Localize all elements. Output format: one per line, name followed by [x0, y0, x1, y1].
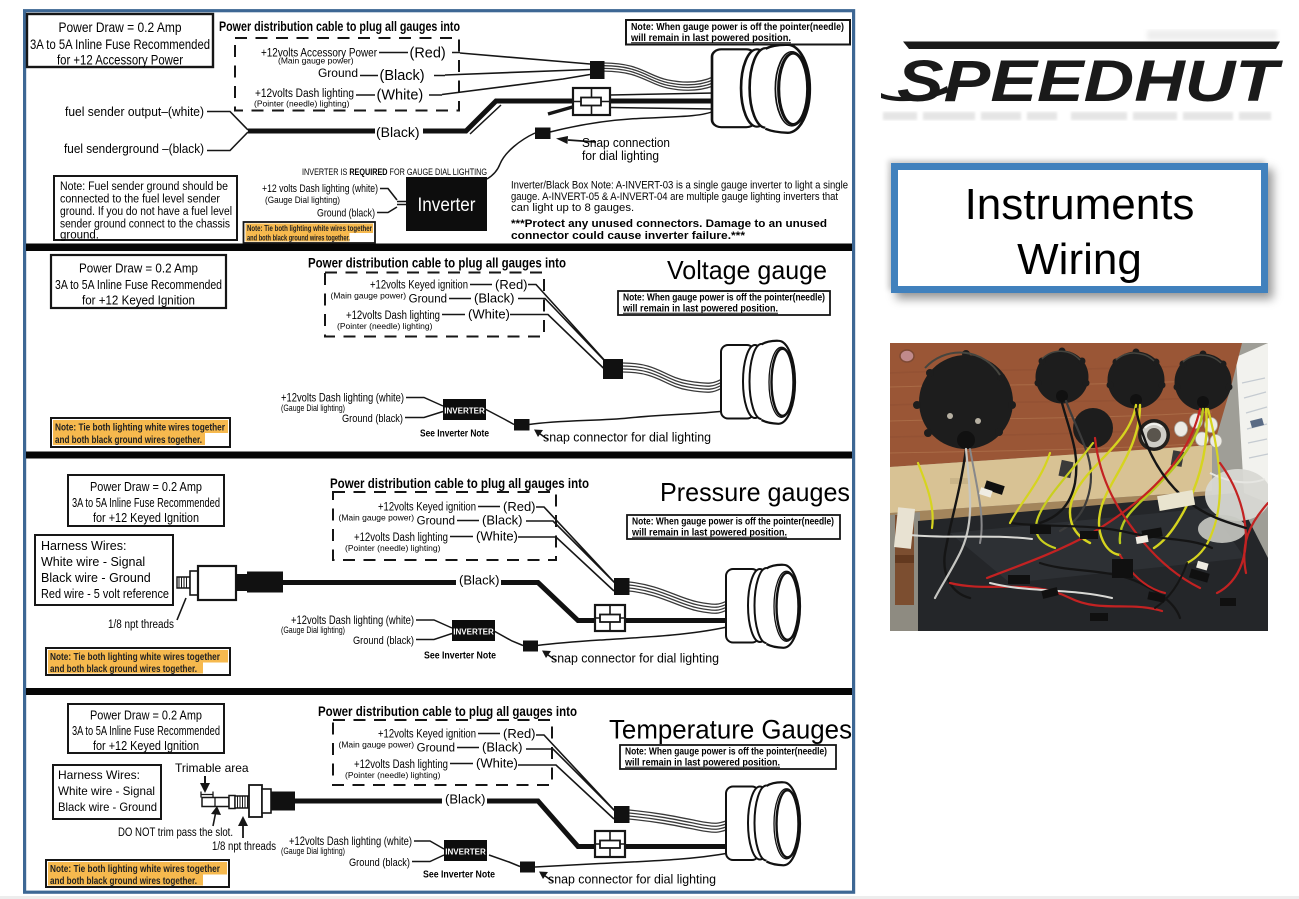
svg-text:ground. If you do not have a f: ground. If you do not have a fuel level — [60, 206, 232, 218]
svg-text:Power Draw = 0.2 Amp: Power Draw = 0.2 Amp — [79, 261, 198, 276]
svg-text:Ground (black): Ground (black) — [353, 635, 414, 647]
svg-text:(Black): (Black) — [380, 68, 425, 84]
svg-text:(Gauge Dial lighting): (Gauge Dial lighting) — [281, 625, 345, 635]
svg-text:SPEEDHUT: SPEEDHUT — [897, 49, 1284, 114]
svg-text:(Gauge Dial lighting): (Gauge Dial lighting) — [265, 195, 340, 206]
svg-text:Black wire - Ground: Black wire - Ground — [41, 571, 151, 585]
svg-text:for +12 Keyed Ignition: for +12 Keyed Ignition — [93, 739, 199, 753]
svg-text:+12 volts Dash lighting (white: +12 volts Dash lighting (white) — [262, 183, 378, 195]
svg-text:Trimable area: Trimable area — [175, 761, 249, 775]
svg-text:Power distribution cable to pl: Power distribution cable to plug all gau… — [308, 256, 566, 271]
svg-text:and both black ground wires to: and both black ground wires together. — [50, 876, 197, 887]
svg-text:Pressure gauges: Pressure gauges — [660, 477, 850, 507]
svg-text:(Black): (Black) — [459, 573, 499, 588]
svg-text:connected to the fuel level se: connected to the fuel level sender — [60, 194, 220, 206]
svg-text:Note: When gauge power is off: Note: When gauge power is off the pointe… — [623, 293, 825, 304]
svg-text:ground.: ground. — [60, 230, 99, 242]
svg-text:+12volts Dash lighting (white): +12volts Dash lighting (white) — [291, 613, 414, 627]
svg-text:(Main gauge power): (Main gauge power) — [278, 56, 354, 66]
svg-text:(Red): (Red) — [410, 46, 446, 62]
svg-text:will remain in last powered po: will remain in last powered position. — [631, 528, 787, 539]
svg-text:Note: When gauge power is off: Note: When gauge power is off the pointe… — [632, 517, 834, 528]
svg-text:3A to 5A Inline Fuse Recommend: 3A to 5A Inline Fuse Recommended — [72, 495, 220, 510]
svg-text:+12volts Accessory Power: +12volts Accessory Power — [261, 48, 377, 60]
svg-text:and both black ground wires to: and both black ground wires together. — [55, 435, 202, 446]
svg-text:Inverter: Inverter — [418, 195, 477, 216]
svg-text:DO NOT trim pass the slot.: DO NOT trim pass the slot. — [118, 825, 233, 839]
svg-text:gauge. A-INVERT-05 & A-INVERT-: gauge. A-INVERT-05 & A-INVERT-04 are mul… — [511, 191, 839, 203]
svg-text:snap connector for dial lighti: snap connector for dial lighting — [548, 873, 716, 887]
svg-text:(Black): (Black) — [445, 792, 485, 807]
svg-text:and both black ground wires to: and both black ground wires together. — [50, 664, 197, 675]
svg-text:fuel sender output–(white): fuel sender output–(white) — [65, 105, 204, 119]
svg-text:snap connector for dial lighti: snap connector for dial lighting — [543, 431, 711, 445]
svg-text:See Inverter Note: See Inverter Note — [420, 428, 489, 440]
svg-text:3A to 5A Inline Fuse Recommend: 3A to 5A Inline Fuse Recommended — [30, 37, 210, 52]
svg-text:and both black ground wires to: and both black ground wires together. — [247, 233, 350, 243]
svg-text:Red wire - 5 volt reference: Red wire - 5 volt reference — [41, 587, 169, 601]
svg-text:Temperature Gauges: Temperature Gauges — [609, 715, 852, 745]
svg-text:Black wire - Ground: Black wire - Ground — [58, 800, 157, 814]
svg-text:+12volts Dash lighting (white): +12volts Dash lighting (white) — [281, 391, 404, 405]
svg-text:See Inverter Note: See Inverter Note — [424, 650, 496, 662]
svg-text:Power distribution cable to pl: Power distribution cable to plug all gau… — [330, 476, 589, 491]
svg-text:Note: Tie both lighting white: Note: Tie both lighting white wires toge… — [50, 652, 220, 663]
svg-text:3A to 5A Inline Fuse Recommend: 3A to 5A Inline Fuse Recommended — [55, 277, 222, 292]
svg-text:1/8 npt threads: 1/8 npt threads — [212, 841, 276, 853]
svg-text:See Inverter Note: See Inverter Note — [423, 869, 495, 881]
svg-text:Harness Wires:: Harness Wires: — [58, 768, 140, 782]
svg-text:connector could cause inverter: connector could cause inverter failure.*… — [511, 230, 746, 242]
svg-text:(Gauge Dial lighting): (Gauge Dial lighting) — [281, 403, 345, 413]
svg-text:Ground (black): Ground (black) — [317, 208, 375, 220]
svg-text:Power Draw = 0.2 Amp: Power Draw = 0.2 Amp — [90, 480, 202, 494]
svg-text:for +12 Accessory Power: for +12 Accessory Power — [57, 53, 183, 68]
svg-text:will remain in last powered po: will remain in last powered position. — [622, 304, 778, 315]
svg-text:Note: Tie both lighting white: Note: Tie both lighting white wires toge… — [50, 864, 220, 875]
svg-text:Snap connection: Snap connection — [582, 136, 670, 150]
svg-text:Note: When gauge power is off: Note: When gauge power is off the pointe… — [625, 747, 827, 758]
svg-text:Ground (black): Ground (black) — [342, 413, 403, 425]
svg-text:for +12 Keyed Ignition: for +12 Keyed Ignition — [93, 511, 199, 525]
svg-text:3A to 5A Inline Fuse Recommend: 3A to 5A Inline Fuse Recommended — [72, 723, 220, 738]
svg-text:Harness Wires:: Harness Wires: — [41, 539, 126, 553]
svg-text:(Pointer (needle) lighting): (Pointer (needle) lighting) — [254, 99, 350, 109]
svg-text:Ground: Ground — [318, 66, 358, 80]
svg-text:Power distribution cable to pl: Power distribution cable to plug all gau… — [318, 704, 577, 719]
svg-text:+12volts Dash lighting (white): +12volts Dash lighting (white) — [289, 834, 412, 848]
svg-text:(White): (White) — [377, 88, 424, 104]
svg-text:White wire - Signal: White wire - Signal — [58, 784, 155, 798]
svg-text:Note: When gauge power is off: Note: When gauge power is off the pointe… — [631, 22, 844, 33]
svg-text:White wire - Signal: White wire - Signal — [41, 555, 145, 569]
svg-text:Power Draw = 0.2 Amp: Power Draw = 0.2 Amp — [59, 20, 182, 35]
svg-text:for +12 Keyed Ignition: for +12 Keyed Ignition — [82, 293, 195, 308]
svg-text:Power distribution cable to pl: Power distribution cable to plug all gau… — [219, 19, 460, 34]
svg-text:Ground (black): Ground (black) — [349, 857, 410, 869]
svg-text:(Black): (Black) — [376, 124, 420, 140]
svg-text:fuel senderground –(black): fuel senderground –(black) — [64, 142, 204, 156]
svg-text:+12volts Dash lighting: +12volts Dash lighting — [255, 88, 354, 100]
svg-text:Note: Tie both lighting white: Note: Tie both lighting white wires toge… — [247, 223, 373, 233]
svg-text:Note: Tie both lighting white: Note: Tie both lighting white wires toge… — [55, 423, 225, 434]
svg-text:INVERTER IS REQUIRED FOR GAUGE: INVERTER IS REQUIRED FOR GAUGE DIAL LIGH… — [302, 167, 487, 178]
svg-text:Inverter/Black Box Note: A-INV: Inverter/Black Box Note: A-INVERT-03 is … — [511, 180, 848, 192]
svg-text:***Protect any unused connecto: ***Protect any unused connectors. Damage… — [511, 218, 827, 230]
svg-text:sender ground connect to the c: sender ground connect to the chassis — [60, 219, 230, 231]
svg-text:for dial lighting: for dial lighting — [582, 149, 659, 163]
svg-text:1/8 npt threads: 1/8 npt threads — [108, 619, 174, 631]
svg-text:(Gauge Dial lighting): (Gauge Dial lighting) — [281, 846, 345, 856]
svg-text:will remain in last powered po: will remain in last powered position. — [630, 33, 791, 44]
svg-text:Voltage gauge: Voltage gauge — [667, 255, 827, 285]
svg-text:snap connector for dial lighti: snap connector for dial lighting — [551, 652, 719, 666]
svg-text:Note: Fuel sender ground shoul: Note: Fuel sender ground should be — [60, 181, 228, 193]
svg-text:can light up to 8 gauges.: can light up to 8 gauges. — [511, 202, 634, 214]
svg-text:Power Draw = 0.2 Amp: Power Draw = 0.2 Amp — [90, 709, 202, 723]
svg-text:will remain in last powered po: will remain in last powered position. — [624, 758, 780, 769]
